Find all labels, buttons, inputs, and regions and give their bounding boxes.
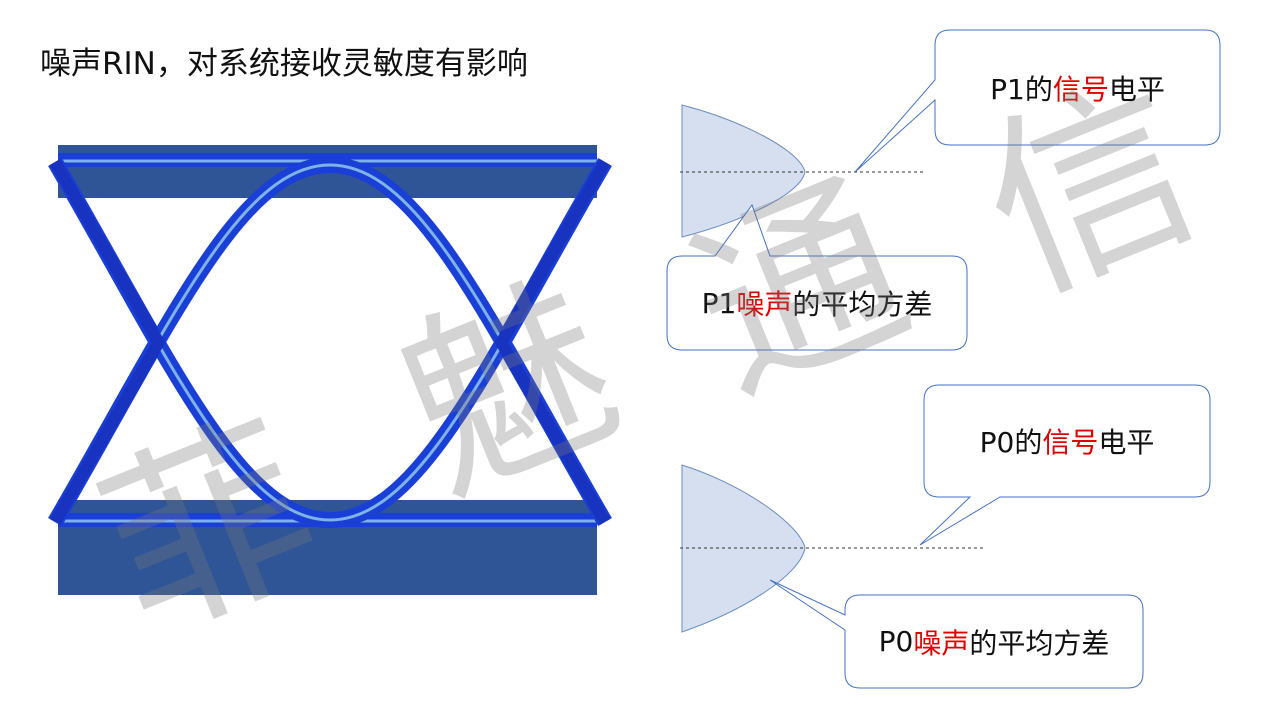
eye-trace-rising xyxy=(48,156,612,527)
eye-diagram xyxy=(48,145,612,595)
callout-text: P0的 xyxy=(979,426,1043,459)
callout-highlight: 信号 xyxy=(1052,72,1109,106)
callout-text: P1的 xyxy=(990,72,1053,106)
callout-highlight: 噪声 xyxy=(736,288,793,321)
callout-text: P1 xyxy=(701,286,737,320)
eye-trace-falling xyxy=(48,157,612,529)
callout-p1-signal-level: P1的信号电平 xyxy=(935,30,1220,145)
callout-text: P0 xyxy=(878,625,914,658)
p0-distribution xyxy=(680,464,985,633)
callout-text: 电平 xyxy=(1108,72,1165,106)
callout-highlight: 噪声 xyxy=(913,626,970,660)
callout-p0-signal-level: P0的信号电平 xyxy=(924,385,1210,497)
callout-text: 的平均方差 xyxy=(792,288,933,321)
callout-text: 电平 xyxy=(1098,426,1155,459)
callout-text: 的平均方差 xyxy=(969,626,1110,660)
callout-highlight: 信号 xyxy=(1042,426,1099,459)
callout-shapes xyxy=(666,29,1221,689)
slide-title: 噪声RIN，对系统接收灵敏度有影响 xyxy=(40,46,528,82)
p1-distribution xyxy=(680,104,925,238)
